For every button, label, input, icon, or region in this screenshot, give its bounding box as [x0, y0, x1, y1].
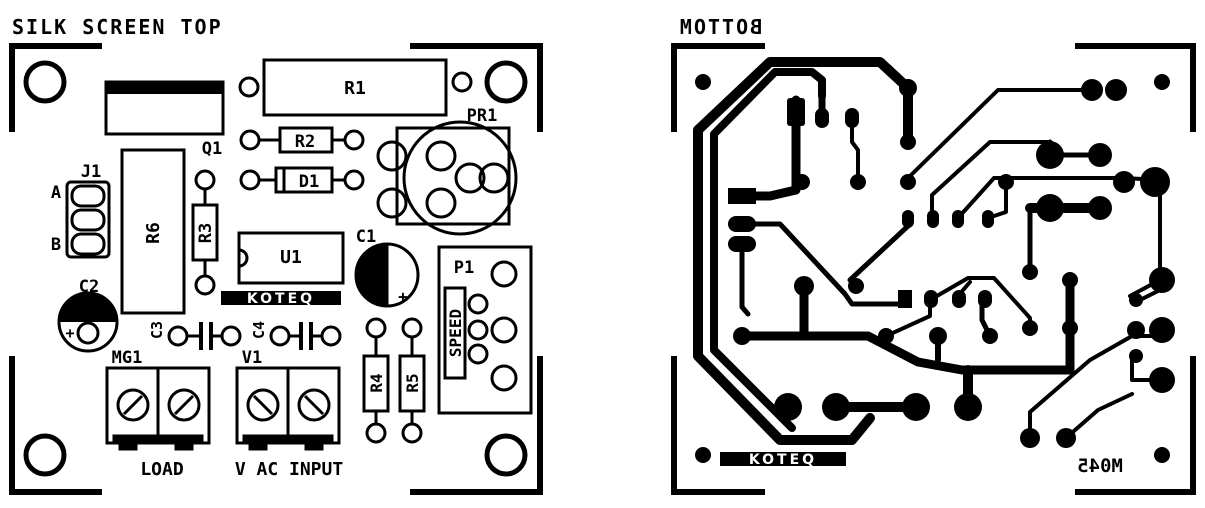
r5-label: R5	[403, 373, 422, 392]
c1-label: C1	[356, 227, 376, 247]
bottom-copper-panel: BOTTOM	[671, 15, 1196, 495]
j1-b-label: B	[51, 235, 61, 255]
copper-pads	[695, 74, 1175, 463]
c3-capacitor	[167, 322, 242, 350]
c1-plus: +	[398, 287, 408, 306]
u1-ic	[237, 231, 345, 285]
r1-resistor: R1	[238, 58, 473, 117]
j1-a-label: A	[51, 183, 61, 203]
bottom-koteq-logo: KOTEQ	[720, 452, 846, 468]
board-id-label: M045	[1077, 455, 1123, 477]
board-corner-brackets	[9, 43, 543, 495]
svg-text:KOTEQ: KOTEQ	[749, 452, 817, 468]
d1-diode	[239, 166, 365, 194]
c4-capacitor	[269, 322, 342, 350]
pr1-trimpot	[376, 120, 518, 236]
r6-label: R6	[143, 222, 164, 244]
r4-resistor	[362, 317, 390, 444]
c3-label: C3	[148, 321, 166, 339]
u1-label: U1	[280, 247, 302, 268]
svg-text:KOTEQ: KOTEQ	[247, 291, 315, 307]
q1-heatsink	[104, 80, 225, 136]
r2-resistor	[239, 126, 365, 154]
load-label: LOAD	[140, 459, 184, 480]
r3-resistor	[191, 189, 219, 296]
r1-label: R1	[344, 78, 366, 99]
r3-label: R3	[196, 223, 216, 243]
v1-label: V1	[242, 348, 262, 368]
r4-label: R4	[367, 373, 386, 392]
c4-label: C4	[250, 321, 268, 339]
silk-screen-title: SILK SCREEN TOP	[12, 15, 223, 39]
v1-terminal-block	[235, 366, 341, 451]
r6-resistor	[120, 148, 186, 315]
speed-label: SPEED	[446, 309, 465, 357]
d1-label: D1	[299, 172, 319, 192]
c2-capacitor	[57, 291, 119, 353]
r5-resistor	[398, 317, 426, 444]
silk-screen-top-panel: SILK SCREEN TOP R1	[9, 15, 543, 495]
c1-capacitor	[354, 242, 420, 308]
r2-label: R2	[295, 132, 315, 152]
p1-connector	[437, 245, 533, 415]
pr1-label: PR1	[467, 106, 498, 126]
mg1-label: MG1	[112, 348, 143, 368]
copper-traces	[693, 57, 1162, 445]
bottom-corner-brackets	[671, 43, 1196, 495]
mounting-holes	[23, 60, 528, 477]
vac-input-label: V AC INPUT	[235, 459, 344, 480]
q1-pad	[194, 169, 216, 191]
q1-label: Q1	[202, 139, 222, 159]
top-koteq-logo: KOTEQ	[221, 291, 341, 307]
j1-label: J1	[81, 162, 101, 182]
bottom-title: BOTTOM	[678, 15, 762, 39]
p1-label: P1	[454, 258, 474, 278]
j1-jumper	[65, 180, 111, 259]
c2-plus: +	[65, 324, 74, 342]
mg1-terminal-block	[105, 366, 211, 451]
